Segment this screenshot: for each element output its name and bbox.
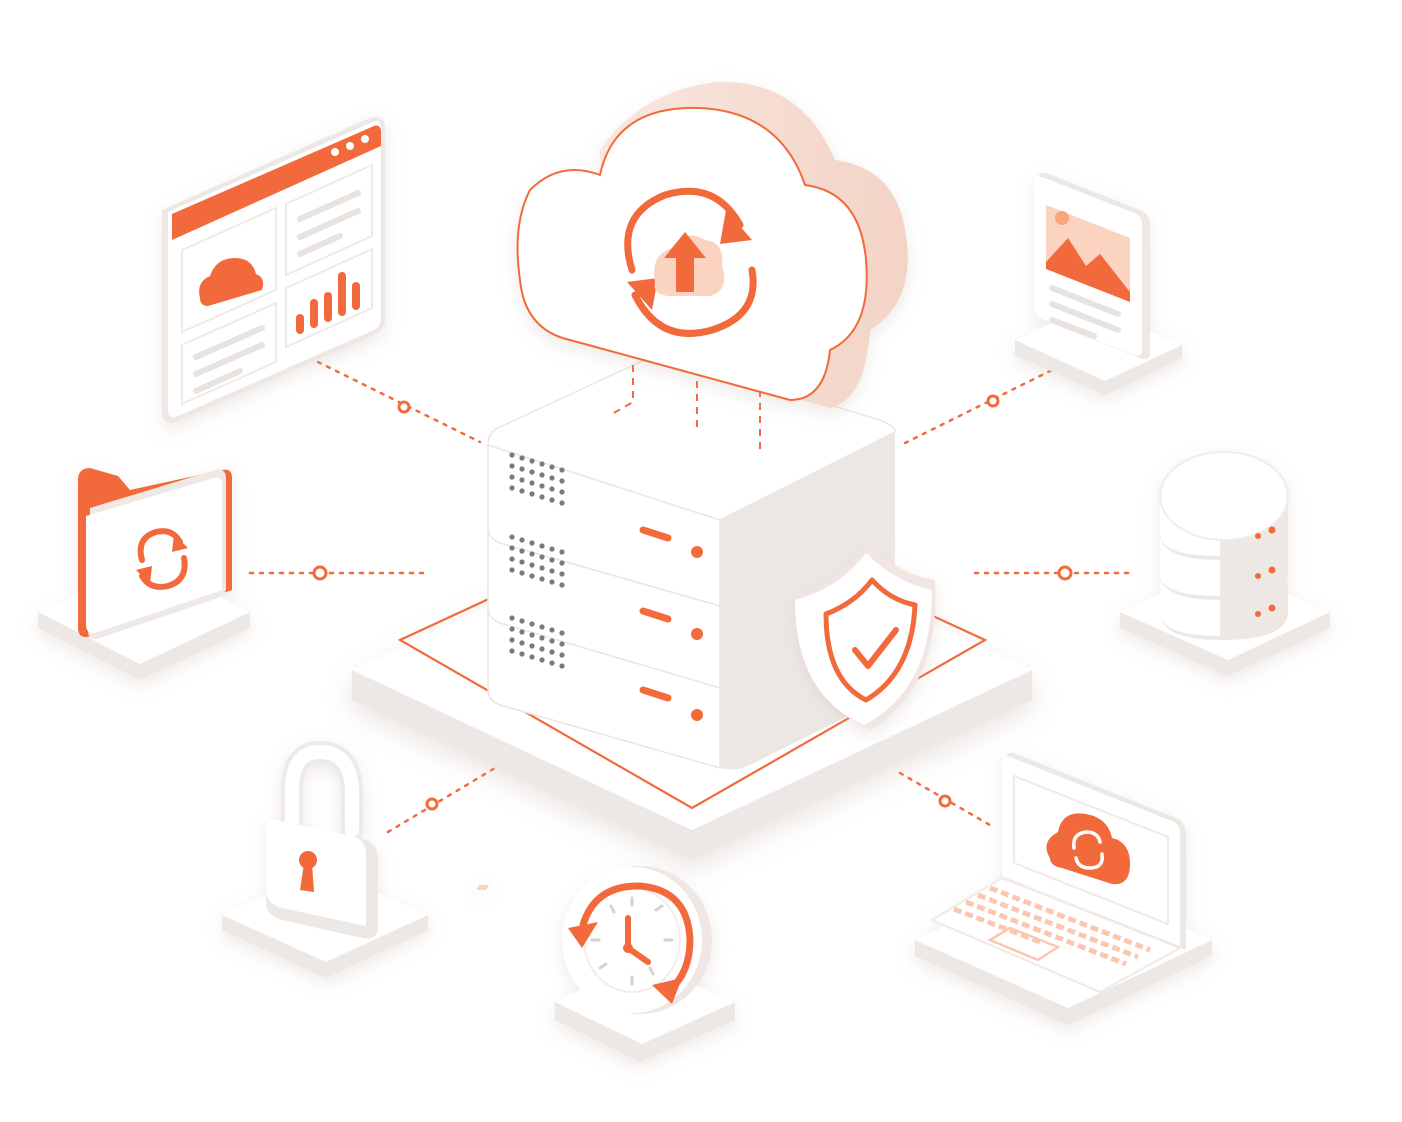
server-indicators bbox=[639, 526, 703, 721]
vent-dots-top bbox=[509, 452, 565, 506]
vent-dots-bottom bbox=[509, 615, 565, 669]
vent-dots-middle bbox=[509, 534, 565, 588]
clock-restore-arrows-icon bbox=[579, 882, 694, 994]
node-padlock bbox=[425, 797, 439, 811]
node-image-doc bbox=[986, 394, 1000, 408]
keyhole-icon bbox=[299, 851, 317, 869]
folder-sync-icon bbox=[38, 468, 250, 680]
connector-laptop bbox=[898, 771, 997, 830]
laptop-sync-arrows-icon bbox=[1072, 830, 1104, 870]
clock-ticks bbox=[590, 896, 674, 986]
node-folder bbox=[312, 565, 328, 581]
panel-bar-chart-icon bbox=[296, 272, 360, 334]
padlock-icon bbox=[222, 740, 428, 978]
connector-padlock bbox=[386, 766, 497, 834]
database-leds bbox=[1255, 526, 1276, 617]
keyboard-keys bbox=[476, 885, 490, 890]
connector-dashboard bbox=[316, 360, 482, 444]
keyboard-rows bbox=[953, 885, 1151, 967]
upload-arrow-icon bbox=[664, 232, 706, 292]
connector-lines bbox=[248, 360, 1132, 834]
node-dashboard bbox=[397, 400, 411, 414]
server-stack-icon bbox=[487, 356, 896, 770]
clock-restore-icon bbox=[555, 866, 735, 1062]
connector-image-doc bbox=[903, 368, 1054, 445]
laptop-cloud-icon bbox=[476, 752, 1212, 1025]
mountain-icon bbox=[1046, 238, 1130, 302]
node-database bbox=[1057, 565, 1073, 581]
panel-cloud-icon bbox=[199, 258, 264, 306]
cloud-server-links bbox=[611, 365, 761, 452]
checkmark-icon bbox=[852, 627, 899, 669]
laptop-cloud-shape-icon bbox=[1046, 813, 1130, 885]
browser-dashboard-icon bbox=[162, 117, 385, 423]
connector-nodes bbox=[312, 394, 1073, 811]
node-laptop bbox=[938, 794, 952, 808]
database-icon bbox=[1120, 451, 1330, 676]
shield-check-icon bbox=[795, 545, 936, 730]
cloud-sync-arrows-icon bbox=[624, 187, 757, 337]
touchpad bbox=[987, 926, 1061, 962]
cloud-sync-icon bbox=[516, 81, 908, 408]
image-document-icon bbox=[1015, 172, 1182, 395]
